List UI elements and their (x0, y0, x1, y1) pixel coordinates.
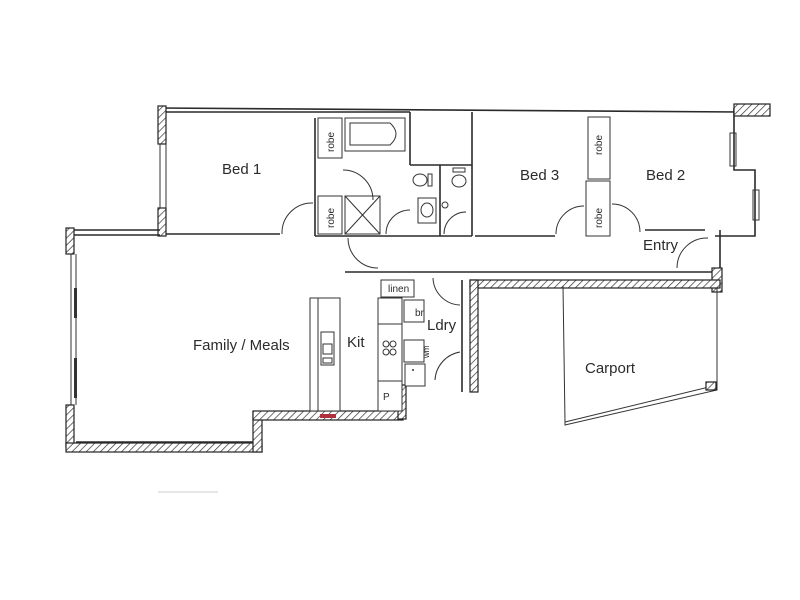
room-label-entry: Entry (643, 237, 679, 254)
room-label-family-meals: Family / Meals (193, 337, 290, 354)
room-label-bed-3: Bed 3 (520, 167, 559, 184)
room-label-laundry: Ldry (427, 317, 457, 334)
bedroom-wing-walls (157, 103, 771, 237)
fixture-label-robe-bed1-lower: robe (326, 208, 337, 228)
fixture-label-washing-machine: wm (422, 345, 431, 359)
fixture-label-robe-bed2: robe (594, 135, 605, 155)
fixture-labels: robe robe robe robe linen br wm P (326, 132, 605, 403)
room-labels: Bed 1 Bed 3 Bed 2 Entry Family / Meals K… (193, 161, 685, 377)
fixture-label-linen: linen (388, 284, 409, 295)
carport-walls (469, 279, 721, 426)
laundry-walls (432, 277, 463, 392)
bathroom-fixtures (317, 117, 467, 235)
doors (281, 169, 709, 269)
fixture-label-robe-bed1-upper: robe (326, 132, 337, 152)
room-label-carport: Carport (585, 360, 636, 377)
room-label-kitchen: Kit (347, 334, 365, 351)
fixture-label-pantry: P (383, 392, 390, 403)
room-label-bed-1: Bed 1 (222, 161, 261, 178)
fixture-label-broom: br (415, 308, 425, 319)
room-label-bed-2: Bed 2 (646, 167, 685, 184)
fixture-label-robe-bed3: robe (594, 208, 605, 228)
kitchen-fixtures (309, 279, 426, 412)
